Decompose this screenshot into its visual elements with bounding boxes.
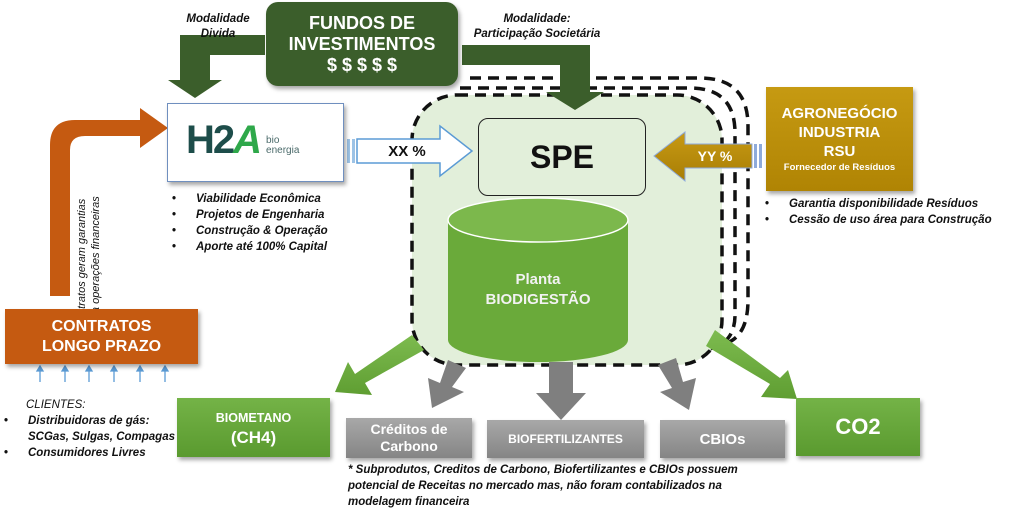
cbios-box: CBIOs xyxy=(660,420,785,458)
plant-cylinder xyxy=(447,197,629,362)
contracts-line1: CONTRATOS xyxy=(51,317,152,335)
client-item: Distribuidoras de gás: SCGas, Sulgas, Co… xyxy=(2,413,186,445)
arrow-to-cbios xyxy=(658,358,696,410)
supplier-box: AGRONEGÓCIO INDUSTRIA RSU Fornecedor de … xyxy=(766,87,913,191)
funds-title-line2: INVESTIMENTOS xyxy=(288,33,436,54)
h2a-service-item: Aporte até 100% Capital xyxy=(170,239,370,255)
spe-box: SPE xyxy=(478,118,646,196)
spe-label: SPE xyxy=(529,138,595,175)
carbon-credits-box: Créditos de Carbono xyxy=(346,418,472,458)
arrow-to-biofertilizers xyxy=(536,362,586,420)
biomethane-line2: (CH4) xyxy=(230,427,277,447)
funds-money-symbol: $ $ $ $ $ xyxy=(326,54,398,75)
contracts-line2: LONGO PRAZO xyxy=(41,337,162,355)
debt-arrow xyxy=(168,35,265,98)
share-arrow-supplier xyxy=(653,130,762,183)
debt-modality-line1: Modalidade xyxy=(186,13,250,25)
equity-modality-label: Modalidade: Participação Societária xyxy=(462,12,612,42)
h2a-logo-sub-energia: energia xyxy=(266,145,300,156)
share-supplier-label: YY % xyxy=(697,148,733,164)
co2-box: CO2 xyxy=(796,398,920,456)
arrow-to-co2 xyxy=(706,330,797,399)
contracts-note-line2: para operações financeiras xyxy=(90,196,102,329)
equity-modality-line2: Participação Societária xyxy=(473,28,601,40)
investment-funds-box: FUNDOS DE INVESTIMENTOS $ $ $ $ $ xyxy=(266,2,458,86)
supplier-commitments-list: Garantia disponibilidade Resíduos Cessão… xyxy=(763,196,1023,228)
client-arrows xyxy=(35,364,170,382)
long-term-contracts-box: CONTRATOS LONGO PRAZO xyxy=(5,309,198,364)
funds-title-line1: FUNDOS DE xyxy=(308,12,415,33)
supplier-subtitle: Fornecedor de Resíduos xyxy=(783,161,896,173)
plant-line2: BIODIGESTÃO xyxy=(485,291,591,308)
debt-modality-label: Modalidade Divida xyxy=(168,12,268,42)
carbon-line1: Créditos de xyxy=(370,421,448,437)
h2a-box: H2 A bio energia xyxy=(167,103,344,182)
contracts-arrow xyxy=(50,108,168,296)
clients-list: Distribuidoras de gás: SCGas, Sulgas, Co… xyxy=(2,413,186,461)
share-arrow-h2a xyxy=(347,124,474,178)
biofertilizers-label: BIOFERTILIZANTES xyxy=(508,432,623,446)
cbios-label: CBIOs xyxy=(699,430,746,448)
h2a-service-item: Construção & Operação xyxy=(170,223,370,239)
h2a-service-item: Viabilidade Econômica xyxy=(170,191,370,207)
biomethane-line1: BIOMETANO xyxy=(215,410,292,425)
plant-line1: Planta xyxy=(515,271,561,288)
plant-label: Planta BIODIGESTÃO xyxy=(448,268,628,312)
h2a-logo-sub-bio: bio xyxy=(266,135,280,146)
supplier-line3: RSU xyxy=(823,142,856,160)
contracts-arrow-note: Contratos geram garantias para operações… xyxy=(75,129,105,329)
supplier-line1: AGRONEGÓCIO xyxy=(781,104,898,122)
biofertilizers-box: BIOFERTILIZANTES xyxy=(487,420,644,458)
client-item: Consumidores Livres xyxy=(2,445,186,461)
equity-modality-line1: Modalidade: xyxy=(503,13,571,25)
h2a-services-list: Viabilidade Econômica Projetos de Engenh… xyxy=(170,191,370,255)
supplier-commitment-item: Garantia disponibilidade Resíduos xyxy=(763,196,1023,212)
h2a-logo-main: H2 xyxy=(186,118,235,162)
supplier-commitment-item: Cessão de uso área para Construção xyxy=(763,212,1023,228)
debt-modality-line2: Divida xyxy=(200,28,236,40)
clients-heading: CLIENTES: xyxy=(26,399,86,411)
h2a-logo-sub: bio energia xyxy=(266,136,299,156)
arrow-to-carbon xyxy=(428,360,466,408)
equity-arrow xyxy=(462,45,604,110)
h2a-logo-accent: A xyxy=(233,118,263,162)
co2-label: CO2 xyxy=(835,414,881,439)
h2a-service-item: Projetos de Engenharia xyxy=(170,207,370,223)
arrow-to-biomethane xyxy=(335,335,424,395)
biomethane-box: BIOMETANO (CH4) xyxy=(177,398,330,457)
clients-section: CLIENTES: Distribuidoras de gás: SCGas, … xyxy=(4,397,186,461)
contracts-note-line1: Contratos geram garantias xyxy=(76,198,88,329)
supplier-line2: INDUSTRIA xyxy=(798,123,881,141)
h2a-logo: H2 A bio energia xyxy=(186,120,299,160)
share-h2a-label: XX % xyxy=(388,143,426,160)
footnote: * Subprodutos, Creditos de Carbono, Biof… xyxy=(348,464,738,508)
carbon-line2: Carbono xyxy=(380,438,438,454)
